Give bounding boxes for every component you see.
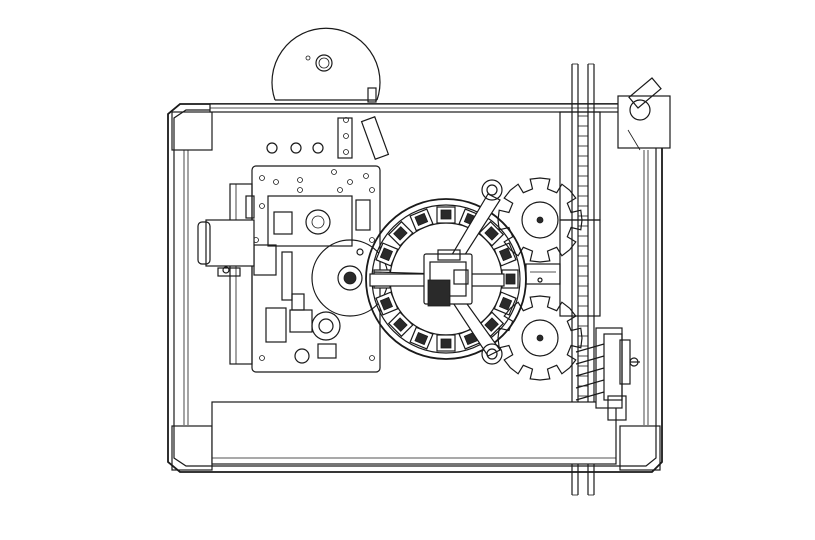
- turret-pocket: [375, 291, 399, 316]
- lower-starwheel: [497, 295, 583, 381]
- top-rail: [209, 103, 627, 113]
- mounting-hole: [297, 187, 303, 193]
- turret-pocket: [409, 326, 434, 350]
- mounting-hole: [343, 133, 349, 139]
- mounting-hole: [343, 149, 349, 155]
- turret-pockets: [373, 206, 519, 352]
- turret-pocket: [478, 220, 505, 247]
- mounting-hole: [259, 203, 265, 209]
- labeling-station: [251, 116, 390, 373]
- starwheel-linkage: [525, 263, 561, 285]
- main-turret: [365, 179, 527, 365]
- mounting-hole: [331, 169, 337, 175]
- mounting-hole: [369, 237, 375, 243]
- upper-starwheel: [497, 177, 583, 263]
- feed-screw-assembly: [575, 327, 640, 421]
- mounting-hole: [259, 175, 265, 181]
- bottom-plate: [211, 401, 617, 465]
- label-roll: [271, 27, 381, 103]
- right-roller-housing: [617, 77, 671, 151]
- turret-pocket: [387, 311, 414, 338]
- mounting-hole: [369, 187, 375, 193]
- feed-screw: [575, 343, 605, 401]
- turret-pocket: [501, 269, 519, 289]
- turret-pocket: [387, 220, 414, 247]
- mounting-hole: [259, 355, 265, 361]
- turret-pocket: [436, 206, 456, 224]
- mounting-hole: [347, 179, 353, 185]
- turret-pocket: [375, 242, 399, 267]
- conveyor-chain: [578, 115, 588, 397]
- mounting-hole: [337, 187, 343, 193]
- turret-pocket: [493, 291, 517, 316]
- mounting-hole: [273, 179, 279, 185]
- mounting-hole: [297, 177, 303, 183]
- mounting-hole: [363, 173, 369, 179]
- guide-plate: [559, 219, 601, 317]
- turret-pocket: [409, 208, 434, 232]
- turret-pocket: [436, 334, 456, 352]
- left-actuator: [197, 183, 255, 365]
- mounting-hole: [369, 355, 375, 361]
